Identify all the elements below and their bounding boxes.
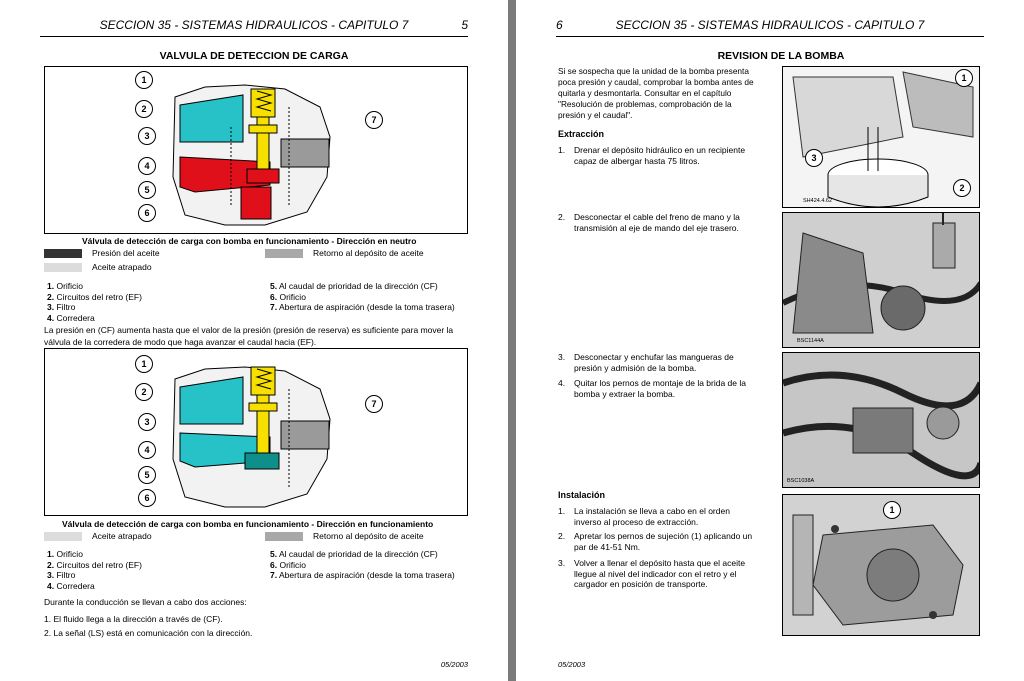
paragraph-actions-intro: Durante la conducción se llevan a cabo d… — [44, 597, 247, 607]
action-item-1: 1. El fluido llega a la dirección a trav… — [44, 614, 223, 624]
page-number: 5 — [461, 18, 468, 32]
section-title: REVISION DE LA BOMBA — [717, 50, 845, 62]
valve-cross-section-operating — [172, 366, 331, 508]
page-footer-date: 05/2003 — [558, 660, 586, 669]
page-footer-date: 05/2003 — [440, 660, 468, 669]
callout-1: 1 — [883, 501, 901, 519]
list-item: 7. Abertura de aspiración (desde la toma… — [270, 302, 455, 313]
callout-6: 6 — [138, 489, 156, 507]
page-number: 6 — [556, 18, 563, 32]
list-item: 2. Circuitos del retro (EF) — [47, 291, 142, 302]
list-item: 5. Al caudal de prioridad de la direcció… — [270, 549, 438, 559]
right-page: 6 SECCION 35 - SISTEMAS HIDRAULICOS - CA… — [516, 0, 1024, 681]
callout-3: 3 — [138, 413, 156, 431]
callout-6: 6 — [138, 204, 156, 222]
callout-1: 1 — [135, 71, 153, 89]
callout-2: 2 — [135, 100, 153, 118]
handbrake-photo-illustration — [783, 213, 979, 347]
callout-1: 1 — [135, 355, 153, 373]
parts-list-1-left: 1. Orificio 2. Circuitos del retro (EF) … — [47, 281, 142, 323]
header-rule — [40, 36, 468, 37]
installation-heading: Instalación — [558, 490, 606, 500]
legend-swatch-trapped — [44, 263, 82, 272]
installation-step-2: 2.Apretar los pernos de sujeción (1) apl… — [558, 531, 753, 552]
legend-trapped-oil: Aceite atrapado — [92, 531, 152, 541]
figure1-caption: Válvula de detección de carga con bomba … — [82, 236, 417, 246]
extraction-step-2: 2.Desconectar el cable del freno de mano… — [558, 212, 740, 233]
pump-flange-illustration — [783, 495, 979, 635]
page-header: SECCION 35 - SISTEMAS HIDRAULICOS - CAPI… — [40, 18, 468, 34]
parts-list-2-left: 1. Orificio 2. Circuitos del retro (EF) … — [47, 549, 142, 591]
callout-5: 5 — [138, 466, 156, 484]
figure2-caption: Válvula de detección de carga con bomba … — [62, 519, 434, 529]
callout-4: 4 — [138, 441, 156, 459]
action-item-2: 2. La señal (LS) está en comunicación co… — [44, 628, 253, 638]
installation-step-1: 1.La instalación se lleva a cabo en el o… — [558, 506, 730, 527]
legend-swatch-oil-pressure — [44, 249, 82, 258]
list-item: 2. Circuitos del retro (EF) — [47, 559, 142, 570]
callout-3: 3 — [138, 127, 156, 145]
intro-paragraph: Si se sospecha que la unidad de la bomba… — [558, 66, 754, 120]
page-header: 6 SECCION 35 - SISTEMAS HIDRAULICOS - CA… — [556, 18, 984, 34]
legend-oil-pressure: Presión del aceite — [92, 248, 160, 258]
callout-7: 7 — [365, 111, 383, 129]
list-item: 6. Orificio — [270, 559, 306, 570]
legend-trapped-oil: Aceite atrapado — [92, 262, 152, 272]
callout-1: 1 — [955, 69, 973, 87]
valve-diagram-operating: 1 2 3 4 5 6 7 — [44, 348, 468, 516]
photo-drain-tank: 1 2 3 SH424.4.62 — [782, 66, 980, 208]
callout-7: 7 — [365, 395, 383, 413]
callout-4: 4 — [138, 157, 156, 175]
legend-return-to-tank: Retorno al depósito de aceite — [313, 531, 424, 541]
valve-cross-section-neutral — [172, 84, 331, 226]
extraction-heading: Extracción — [558, 129, 605, 139]
photo-handbrake-cable: BSC1144A — [782, 212, 980, 348]
installation-step-3: 3.Volver a llenar el depósito hasta que … — [558, 558, 746, 589]
callout-2: 2 — [135, 383, 153, 401]
legend-swatch-return — [265, 249, 303, 258]
list-item: 6. Orificio — [270, 291, 306, 302]
callout-2: 2 — [953, 179, 971, 197]
photo-pump-flange-bolts: 1 — [782, 494, 980, 636]
callout-5: 5 — [138, 181, 156, 199]
extraction-step-3: 3.Desconectar y enchufar las mangueras d… — [558, 352, 734, 373]
list-item: 7. Abertura de aspiración (desde la toma… — [270, 570, 455, 581]
callout-3: 3 — [805, 149, 823, 167]
photo-code: BSC1144A — [797, 338, 824, 344]
list-item: 1. Orificio — [47, 549, 83, 559]
list-item: 4. Corredera — [47, 580, 95, 591]
header-rule — [556, 36, 984, 37]
parts-list-2-right: 5. Al caudal de prioridad de la direcció… — [270, 549, 455, 581]
list-item: 3. Filtro — [47, 570, 76, 581]
header-title: SECCION 35 - SISTEMAS HIDRAULICOS - CAPI… — [99, 18, 409, 32]
legend-swatch-return — [265, 532, 303, 541]
valve-diagram-neutral: 1 2 3 4 5 6 7 — [44, 66, 468, 234]
parts-list-1-right: 5. Al caudal de prioridad de la direcció… — [270, 281, 455, 313]
extraction-step-4: 4.Quitar los pernos de montaje de la bri… — [558, 378, 746, 399]
header-title: SECCION 35 - SISTEMAS HIDRAULICOS - CAPI… — [615, 18, 925, 32]
paragraph-reserve-pressure: La presión en (CF) aumenta hasta que el … — [44, 325, 454, 347]
photo-code: BSC1038A — [787, 478, 815, 484]
list-item: 5. Al caudal de prioridad de la direcció… — [270, 281, 438, 291]
list-item: 4. Corredera — [47, 312, 95, 323]
section-title: VALVULA DE DETECCION DE CARGA — [159, 50, 349, 62]
photo-pump-hoses: BSC1038A — [782, 352, 980, 488]
legend-return-to-tank: Retorno al depósito de aceite — [313, 248, 424, 258]
list-item: 3. Filtro — [47, 302, 76, 313]
extraction-step-1: 1.Drenar el depósito hidráulico en un re… — [558, 145, 746, 166]
pump-hoses-illustration — [783, 353, 979, 487]
legend-swatch-trapped — [44, 532, 82, 541]
left-page: SECCION 35 - SISTEMAS HIDRAULICOS - CAPI… — [0, 0, 508, 681]
list-item: 1. Orificio — [47, 281, 83, 291]
drain-tank-illustration — [783, 67, 979, 207]
photo-code: SH424.4.62 — [803, 198, 833, 204]
